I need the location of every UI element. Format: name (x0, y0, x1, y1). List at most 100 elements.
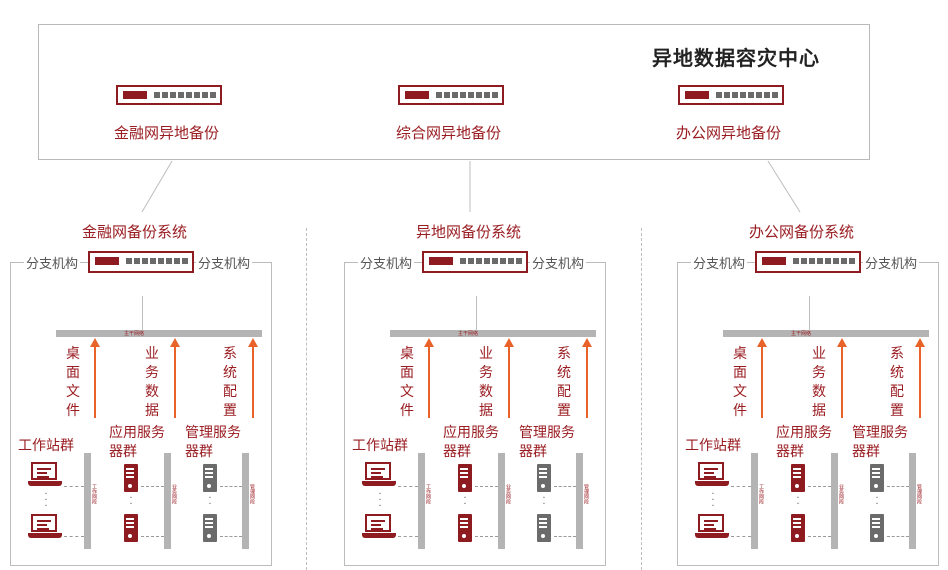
ellipsis-dots: ·· (463, 493, 467, 510)
mgmt-server-link (220, 536, 242, 537)
device-port-icon (178, 92, 184, 98)
segment-label-mgmt: 管理网段 (583, 484, 589, 504)
branch-backup-device-icon (88, 251, 194, 273)
branch-label-right: 分支机构 (863, 253, 920, 272)
backup-system-panel: 办公网备份系统 分支机构 分支机构 主干网络 桌面文件 业务数据 系统配置 工作… (667, 0, 947, 570)
laptop-icon (695, 462, 729, 490)
device-port-icon (126, 258, 132, 264)
device-port-icon (716, 92, 722, 98)
uplink-line (476, 296, 477, 330)
device-port-icon (732, 92, 738, 98)
branch-backup-device-icon (755, 251, 861, 273)
backup-label-general: 综合网异地备份 (396, 124, 502, 142)
device-port-icon (158, 258, 164, 264)
segment-label-work: 工作网段 (425, 484, 431, 504)
device-port-icon (825, 258, 831, 264)
device-port-icon (194, 92, 200, 98)
server-icon (791, 464, 805, 492)
flow-label-config: 系统配置 (557, 346, 571, 419)
uplink-line (809, 296, 810, 330)
device-port-icon (724, 92, 730, 98)
device-port-icon (817, 258, 823, 264)
device-led-icon (405, 91, 429, 99)
device-port-icon (772, 92, 778, 98)
mgmt-server-link (554, 486, 576, 487)
segment-bar-work (751, 453, 758, 549)
workstation-link (731, 536, 751, 537)
group-label-mgmt-servers: 管理服务器群 (519, 425, 575, 460)
flow-label-desktop: 桌面文件 (66, 346, 80, 419)
device-port-icon (460, 92, 466, 98)
server-icon (458, 464, 472, 492)
backup-system-panel: 金融网备份系统 分支机构 分支机构 主干网络 桌面文件 业务数据 系统配置 工作… (0, 0, 280, 570)
backup-device-icon (116, 85, 222, 105)
workstation-link (64, 486, 84, 487)
ellipsis-dots: ·· (875, 493, 879, 510)
server-icon (124, 464, 138, 492)
upload-arrow-icon (915, 338, 925, 418)
system-title: 异地网备份系统 (416, 223, 522, 241)
system-title: 办公网备份系统 (749, 223, 855, 241)
workstation-link (398, 486, 418, 487)
ellipsis-dots: ·· (796, 493, 800, 510)
app-server-link (475, 536, 498, 537)
device-led-icon (762, 257, 786, 265)
device-port-icon (182, 258, 188, 264)
group-label-workstations: 工作站群 (352, 438, 408, 454)
server-icon (537, 464, 551, 492)
device-port-icon (186, 92, 192, 98)
segment-bar-business (498, 453, 505, 549)
workstation-link (731, 486, 751, 487)
device-led-icon (95, 257, 119, 265)
segment-bar-work (84, 453, 91, 549)
device-led-icon (123, 91, 147, 99)
backbone-label: 主干网络 (791, 331, 812, 337)
upload-arrow-icon (248, 338, 258, 418)
uplink-line (142, 296, 143, 330)
branch-label-right: 分支机构 (530, 253, 587, 272)
device-port-icon (134, 258, 140, 264)
flow-label-business: 业务数据 (145, 346, 159, 419)
upload-arrow-icon (170, 338, 180, 418)
backup-device-icon (678, 85, 784, 105)
device-port-icon (484, 258, 490, 264)
ellipsis-dots: ·· (542, 493, 546, 510)
device-port-icon (142, 258, 148, 264)
device-port-icon (436, 92, 442, 98)
backbone-bus (56, 330, 262, 337)
backup-device-icon (398, 85, 504, 105)
app-server-link (141, 486, 164, 487)
device-port-icon (150, 258, 156, 264)
segment-bar-mgmt (576, 453, 583, 549)
device-led-icon (685, 91, 709, 99)
laptop-icon (695, 514, 729, 542)
device-port-icon (756, 92, 762, 98)
group-label-app-servers: 应用服务器群 (109, 425, 165, 460)
device-port-icon (793, 258, 799, 264)
upload-arrow-icon (582, 338, 592, 418)
device-port-icon (468, 258, 474, 264)
mgmt-server-link (887, 536, 909, 537)
segment-label-work: 工作网段 (91, 484, 97, 504)
laptop-icon (362, 462, 396, 490)
device-port-icon (748, 92, 754, 98)
segment-label-business: 业务网段 (838, 484, 844, 504)
ellipsis-dots: ··· (711, 489, 715, 512)
segment-label-mgmt: 管理网段 (249, 484, 255, 504)
upload-arrow-icon (90, 338, 100, 418)
device-port-icon (500, 258, 506, 264)
device-port-icon (516, 258, 522, 264)
app-server-link (808, 486, 831, 487)
branch-label-left: 分支机构 (691, 253, 748, 272)
ellipsis-dots: ··· (44, 489, 48, 512)
upload-arrow-icon (504, 338, 514, 418)
server-icon (870, 464, 884, 492)
backup-label-office: 办公网异地备份 (676, 124, 782, 142)
upload-arrow-icon (837, 338, 847, 418)
group-label-workstations: 工作站群 (685, 438, 741, 454)
segment-bar-mgmt (242, 453, 249, 549)
branch-label-right: 分支机构 (196, 253, 253, 272)
laptop-icon (28, 462, 62, 490)
backbone-bus (390, 330, 596, 337)
segment-bar-mgmt (909, 453, 916, 549)
